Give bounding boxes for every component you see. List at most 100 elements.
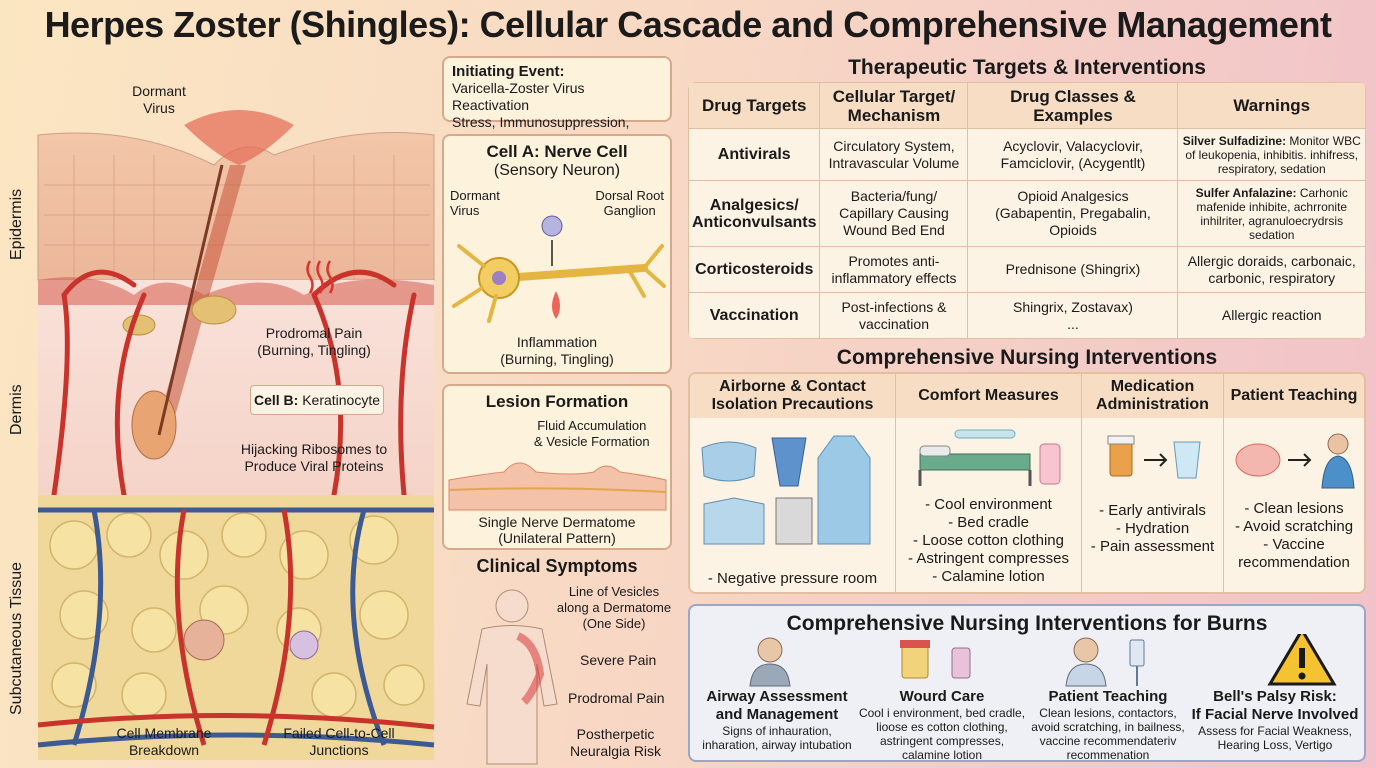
hijacking-label: Hijacking Ribosomes to Produce Viral Pro… <box>240 441 388 474</box>
nursing-col-head: Comfort Measures <box>896 374 1081 418</box>
burns-col-teaching: Patient Teaching Clean lesions, contacto… <box>1028 688 1188 762</box>
nursing-col-items: - Negative pressure room <box>707 570 878 587</box>
burns-col-head: Airway Assessment and Management <box>706 688 848 723</box>
burns-col-bells-palsy: Bell's Palsy Risk: If Facial Nerve Invol… <box>1190 688 1360 752</box>
nursing-col-head: Airborne & Contact Isolation Precautions <box>690 374 895 418</box>
nursing-col-isolation: Airborne & Contact Isolation Precautions… <box>690 374 896 592</box>
row-target: Vaccination <box>688 292 821 339</box>
row-warning: Sulfer Anfalazine: Carhonic mafenide inh… <box>1177 180 1366 247</box>
page-title: Herpes Zoster (Shingles): Cellular Casca… <box>44 4 1332 45</box>
table-header-row: Drug Targets Cellular Target/ Mechanism … <box>688 82 1366 129</box>
burns-col-airway: Airway Assessment and Management Signs o… <box>696 688 858 752</box>
row-warning: Allergic doraids, carbonaic, carbonic, r… <box>1177 246 1366 293</box>
burns-title: Comprehensive Nursing Interventions for … <box>786 612 1268 635</box>
row-drugs: Shingrix, Zostavax) ... <box>967 292 1179 339</box>
nursing-col-items: - Clean lesions - Avoid scratching - Vac… <box>1234 500 1354 571</box>
burns-col-head: Patient Teaching <box>1048 688 1168 705</box>
table-header: Cellular Target/ Mechanism <box>819 82 969 129</box>
skin-illustration <box>37 110 435 760</box>
lesion-box: Lesion Formation Fluid Accumulation & Ve… <box>442 384 672 550</box>
row-drugs: Opioid Analgesics (Gabapentin, Pregabali… <box>967 180 1179 247</box>
neuron-illustration <box>452 215 666 323</box>
table-row: Analgesics/ Anticonvulsants Bacteria/fun… <box>688 180 1366 247</box>
cell-b-callout: Cell B: Keratinocyte <box>250 385 384 415</box>
person-icon <box>749 637 791 687</box>
membrane-breakdown-label: Cell Membrane Breakdown <box>116 725 212 758</box>
prodromal-symptom-label: Prodromal Pain <box>568 690 665 706</box>
burns-col-body: Clean lesions, contactors, avoid scratch… <box>1031 706 1185 762</box>
dermatome-label: Single Nerve Dermatome (Unilateral Patte… <box>478 514 636 546</box>
skin-cross-section: Epidermis Dermis Subcutaneous Tissue Dor… <box>8 55 436 765</box>
nursing-col-teaching: Patient Teaching - Clean lesions - Avoid… <box>1224 374 1364 592</box>
warning-text: Carhonic mafenide inhibite, achrronite i… <box>1196 185 1348 242</box>
table-row: Antivirals Circulatory System, Intravasc… <box>688 128 1366 181</box>
row-drugs: Prednisone (Shingrix) <box>967 246 1179 293</box>
burns-col-body: Signs of inhauration, inharation, airway… <box>702 724 852 752</box>
nursing-col-items: - Early antivirals - Hydration - Pain as… <box>1090 502 1215 555</box>
nursing-col-head: Patient Teaching <box>1224 374 1364 418</box>
row-warning: Silver Sulfadizine: Monitor WBC of leuko… <box>1177 128 1366 181</box>
row-target: Antivirals <box>688 128 821 181</box>
warning-text: Monitor WBC of leukopenia, inhibitis. in… <box>1185 133 1361 176</box>
layer-label-subcutaneous: Subcutaneous Tissue <box>8 562 25 715</box>
burns-col-head: Bell's Palsy Risk: If Facial Nerve Invol… <box>1191 688 1359 723</box>
cell-b-name: Keratinocyte <box>302 392 381 408</box>
burns-col-body: Assess for Facial Weakness, Hearing Loss… <box>1198 724 1352 752</box>
clinical-symptoms-panel: Clinical Symptoms Line of Vesicles along… <box>442 556 672 765</box>
nursing-col-medication: Medication Administration - Early antivi… <box>1082 374 1224 592</box>
symptoms-heading: Clinical Symptoms <box>476 556 638 576</box>
table-header: Warnings <box>1177 82 1366 129</box>
nursing-col-comfort: Comfort Measures - Cool environment - Be… <box>896 374 1082 592</box>
ppe-illustration <box>701 435 871 545</box>
therapy-table: Drug Targets Cellular Target/ Mechanism … <box>688 82 1366 339</box>
warning-icon <box>1267 634 1337 686</box>
dormant-virus-label: Dormant Virus <box>132 83 186 116</box>
table-row: Vaccination Post-infections & vaccinatio… <box>688 292 1366 339</box>
initiating-heading: Initiating Event: <box>452 63 565 80</box>
therapy-title: Therapeutic Targets & Interventions <box>848 56 1206 79</box>
warning-drug: Sulfer Anfalazine: <box>1195 185 1297 200</box>
table-row: Corticosteroids Promotes anti- inflammat… <box>688 246 1366 293</box>
fluid-label: Fluid Accumulation & Vesicle Formation <box>534 418 650 449</box>
ganglion-label: Dorsal Root Ganglion <box>595 188 664 218</box>
initiating-line1: Varicella-Zoster Virus Reactivation <box>452 80 585 113</box>
row-drugs: Acyclovir, Valacyclovir, Famciclovir, (A… <box>967 128 1179 181</box>
row-mechanism: Promotes anti- inflammatory effects <box>819 246 969 293</box>
wound-care-icon <box>900 640 971 679</box>
bed-illustration <box>918 429 1061 486</box>
layer-label-epidermis: Epidermis <box>8 188 25 260</box>
postherpetic-label: Postherpetic Neuralgia Risk <box>570 726 662 759</box>
row-warning: Allergic reaction <box>1177 292 1366 339</box>
body-figure-illustration <box>466 589 558 765</box>
nursing-grid: Airborne & Contact Isolation Precautions… <box>688 372 1366 594</box>
prodromal-pain-label: Prodromal Pain (Burning, Tingling) <box>257 325 371 358</box>
initiating-event-box: Initiating Event: Varicella-Zoster Virus… <box>442 56 672 147</box>
inflammation-label: Inflammation (Burning, Tingling) <box>500 334 614 367</box>
nursing-title: Comprehensive Nursing Interventions <box>836 346 1218 369</box>
severe-pain-label: Severe Pain <box>580 652 657 668</box>
nursing-col-head: Medication Administration <box>1082 374 1223 418</box>
cell-b-label: Cell B: <box>253 392 299 408</box>
row-mechanism: Post-infections & vaccination <box>819 292 969 339</box>
lesion-heading: Lesion Formation <box>485 392 629 411</box>
burns-col-body: Cool i environment, bed cradle, lioose e… <box>858 706 1026 762</box>
burns-col-wound: Wourd Care Cool i environment, bed cradl… <box>858 688 1026 762</box>
cell-a-sub: (Sensory Neuron) <box>493 162 621 179</box>
nursing-col-items: - Cool environment - Bed cradle - Loose … <box>908 496 1069 585</box>
row-target: Corticosteroids <box>688 246 821 293</box>
lesion-illustration <box>448 462 667 511</box>
cell-a-box: Cell A: Nerve Cell (Sensory Neuron) Dorm… <box>442 134 672 374</box>
cell-a-heading: Cell A: Nerve Cell <box>486 142 628 161</box>
failed-junctions-label: Failed Cell-to-Cell Junctions <box>283 725 395 758</box>
layer-label-dermis: Dermis <box>8 384 25 435</box>
teaching-illustration <box>1235 433 1355 489</box>
row-mechanism: Circulatory System, Intravascular Volume <box>819 128 969 181</box>
burns-panel: Comprehensive Nursing Interventions for … <box>688 604 1366 762</box>
warning-drug: Silver Sulfadizine: <box>1182 133 1287 148</box>
burns-col-head: Wourd Care <box>899 688 985 705</box>
nurse-icon <box>1065 637 1145 687</box>
row-target: Analgesics/ Anticonvulsants <box>688 180 821 247</box>
table-header: Drug Classes & Examples <box>967 82 1179 129</box>
cell-a-dormant-label: Dormant Virus <box>450 188 500 218</box>
medication-illustration <box>1107 435 1201 479</box>
